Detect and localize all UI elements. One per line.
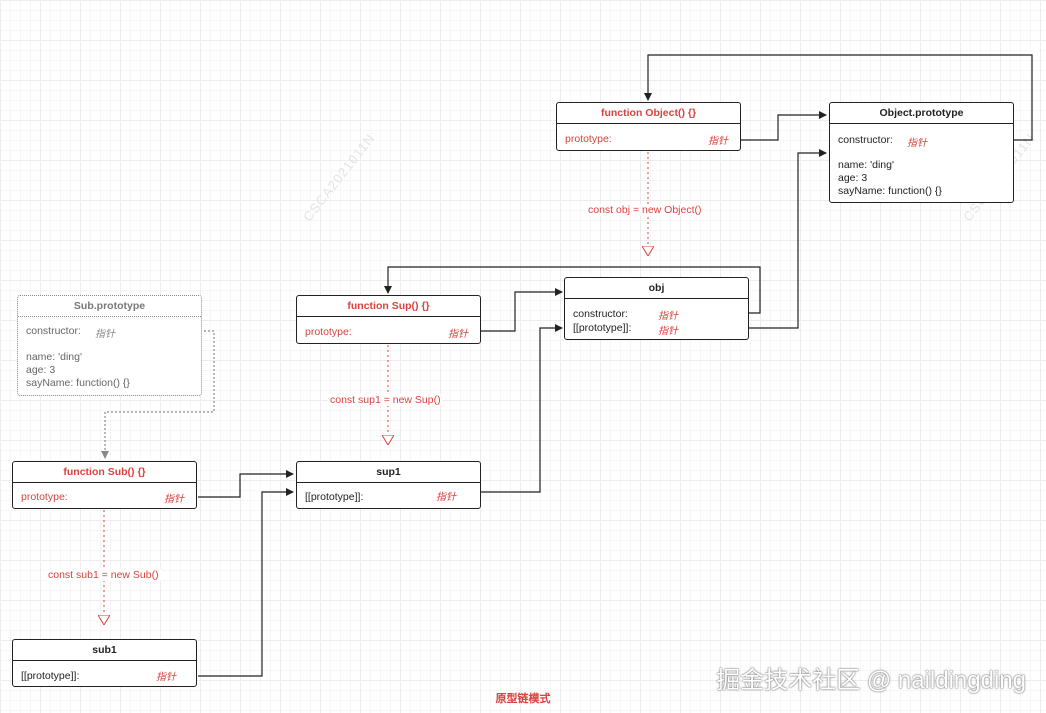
age-field: age: 3 bbox=[26, 364, 56, 376]
pointer-label: 指针 bbox=[658, 311, 678, 322]
box-title: sub1 bbox=[13, 640, 196, 661]
sub1-box[interactable]: sub1 [[prototype]]: 指针 bbox=[12, 639, 197, 687]
box-title: Sub.prototype bbox=[18, 296, 201, 317]
name-field: name: 'ding' bbox=[26, 351, 82, 363]
prototype-label: prototype: bbox=[305, 326, 352, 338]
faint-watermark: CSCA2021011N bbox=[300, 130, 378, 225]
obj-box[interactable]: obj constructor: 指针 [[prototype]]: 指针 bbox=[564, 277, 749, 340]
pointer-label: 指针 bbox=[156, 672, 176, 683]
box-title: sup1 bbox=[297, 462, 480, 483]
pointer-label: 指针 bbox=[708, 136, 728, 147]
object-prototype-box[interactable]: Object.prototype constructor: 指针 name: '… bbox=[829, 102, 1014, 203]
constructor-label: constructor: bbox=[26, 325, 81, 337]
edge-sup1-proto bbox=[481, 324, 563, 493]
function-sup-box[interactable]: function Sup() {} prototype: 指针 bbox=[296, 295, 481, 344]
prototype-label: prototype: bbox=[21, 491, 68, 503]
proto-label: [[prototype]]: bbox=[573, 322, 632, 334]
pointer-label: 指针 bbox=[436, 492, 456, 503]
label-new-sub: const sub1 = new Sub() bbox=[46, 569, 161, 581]
pointer-label: 指针 bbox=[164, 494, 184, 505]
site-watermark: 掘金技术社区 @ naildingding bbox=[716, 667, 1026, 694]
function-sub-box[interactable]: function Sub() {} prototype: 指针 bbox=[12, 461, 197, 509]
label-new-object: const obj = new Object() bbox=[586, 204, 704, 216]
function-object-box[interactable]: function Object() {} prototype: 指针 bbox=[556, 102, 741, 151]
pointer-label: 指针 bbox=[95, 329, 115, 340]
box-title: function Sub() {} bbox=[13, 462, 196, 483]
edge-sub-prototype bbox=[198, 470, 294, 498]
sup1-box[interactable]: sup1 [[prototype]]: 指针 bbox=[296, 461, 481, 509]
sayname-field: sayName: function() {} bbox=[26, 377, 130, 389]
pointer-label: 指针 bbox=[448, 329, 468, 340]
prototype-label: prototype: bbox=[565, 133, 612, 145]
edge-sup-prototype bbox=[481, 288, 563, 332]
box-title: obj bbox=[565, 278, 748, 299]
label-new-sup: const sup1 = new Sup() bbox=[328, 394, 443, 406]
proto-label: [[prototype]]: bbox=[305, 491, 364, 503]
box-title: function Object() {} bbox=[557, 103, 740, 124]
constructor-label: constructor: bbox=[573, 308, 628, 320]
pointer-label: 指针 bbox=[658, 326, 678, 337]
proto-label: [[prototype]]: bbox=[21, 670, 80, 682]
constructor-label: constructor: bbox=[838, 134, 893, 146]
age-field: age: 3 bbox=[838, 172, 868, 184]
diagram-caption: 原型链模式 bbox=[495, 693, 551, 705]
edge-object-prototype bbox=[741, 111, 827, 141]
sayname-field: sayName: function() {} bbox=[838, 185, 942, 197]
pointer-label: 指针 bbox=[907, 138, 927, 149]
box-title: function Sup() {} bbox=[297, 296, 480, 317]
box-title: Object.prototype bbox=[830, 103, 1013, 124]
edge-sub1-proto bbox=[198, 488, 294, 677]
sub-prototype-box[interactable]: Sub.prototype constructor: 指针 name: 'din… bbox=[17, 295, 202, 396]
name-field: name: 'ding' bbox=[838, 159, 894, 171]
